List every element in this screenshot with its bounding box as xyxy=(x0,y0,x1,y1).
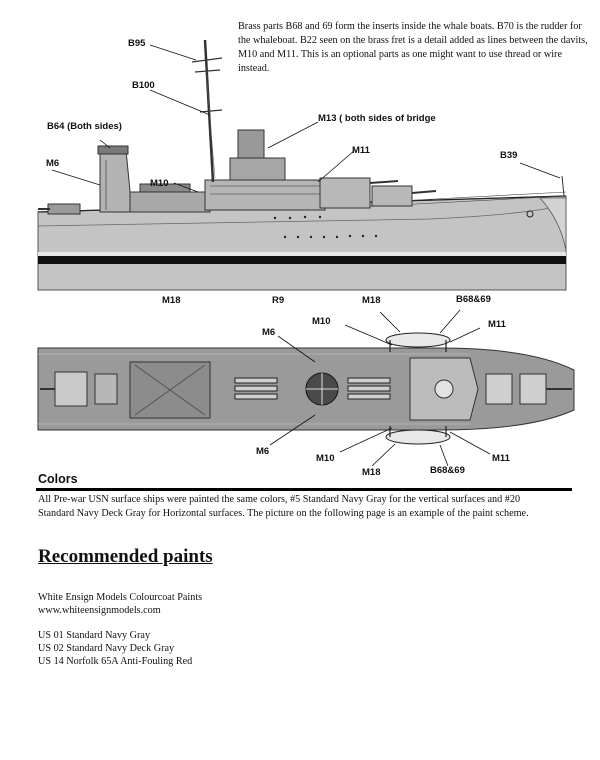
label-b64: B64 (Both sides) xyxy=(47,121,122,132)
colors-heading: Colors xyxy=(38,472,78,486)
label-m10-bottom: M10 xyxy=(316,453,335,464)
boot-top xyxy=(38,256,566,264)
top-leader-lines xyxy=(269,309,491,467)
bridge-base xyxy=(204,179,326,211)
jack-staff xyxy=(561,175,565,197)
paint-item: US 02 Standard Navy Deck Gray xyxy=(38,643,175,654)
forward-gun-house-2 xyxy=(371,185,413,207)
label-m18-side: M18 xyxy=(162,295,181,306)
torpedo-tubes-2 xyxy=(347,377,391,400)
top-aft-gun xyxy=(54,371,88,407)
forward-gun-house-1 xyxy=(319,177,371,209)
leader-lines xyxy=(51,44,561,193)
top-forward-gun-1 xyxy=(485,373,513,405)
label-m18-top: M18 xyxy=(362,295,381,306)
label-m6-side: M6 xyxy=(46,158,60,169)
paint-item: US 14 Norfolk 65A Anti-Fouling Red xyxy=(38,656,193,667)
label-b95: B95 xyxy=(128,38,146,49)
label-r9: R9 xyxy=(272,295,285,306)
recommended-paints-heading: Recommended paints xyxy=(38,546,213,567)
label-m11-side: M11 xyxy=(352,145,370,156)
section-divider xyxy=(36,488,572,491)
top-forward-gun-2 xyxy=(519,373,547,405)
label-b100: B100 xyxy=(132,80,155,91)
ship-side-view xyxy=(37,39,567,291)
hawse-hole xyxy=(526,210,534,218)
paint-brand: White Ensign Models Colourcoat Paints xyxy=(38,592,203,603)
whaleboat-top-upper xyxy=(385,332,451,348)
bow xyxy=(539,197,567,251)
label-b39: B39 xyxy=(500,150,518,161)
whaleboat-top-lower xyxy=(385,429,451,445)
colors-paragraph: All Pre-war USN surface ships were paint… xyxy=(38,494,529,519)
label-m11-bottom: M11 xyxy=(492,453,510,464)
funnel xyxy=(99,149,133,213)
ship-top-view xyxy=(37,309,575,467)
aft-gun-mount xyxy=(47,203,81,215)
label-m6-bottom: M6 xyxy=(256,446,270,457)
label-m13: M13 ( both sides of bridge xyxy=(318,113,436,124)
portholes xyxy=(273,215,378,239)
label-m11-top: M11 xyxy=(488,319,506,330)
paint-item: US 01 Standard Navy Gray xyxy=(38,630,151,641)
midship-structure xyxy=(129,191,211,213)
bridge-deck xyxy=(229,157,286,181)
label-m18-bottom: M18 xyxy=(362,467,381,478)
intro-paragraph: Brass parts B68 and 69 form the inserts … xyxy=(238,21,588,74)
deck-rails xyxy=(38,353,470,425)
label-m10-top: M10 xyxy=(312,316,331,327)
label-b6869-bottom: B68&69 xyxy=(430,465,465,476)
label-m6-top: M6 xyxy=(262,327,276,338)
funnel-cap xyxy=(97,145,129,155)
label-b6869-top: B68&69 xyxy=(456,294,491,305)
torpedo-tubes-1 xyxy=(234,377,278,400)
paint-url: www.whiteensignmodels.com xyxy=(38,605,161,616)
label-m10-side: M10 xyxy=(150,178,169,189)
bridge-top xyxy=(237,129,265,159)
waterline-light xyxy=(38,252,566,256)
